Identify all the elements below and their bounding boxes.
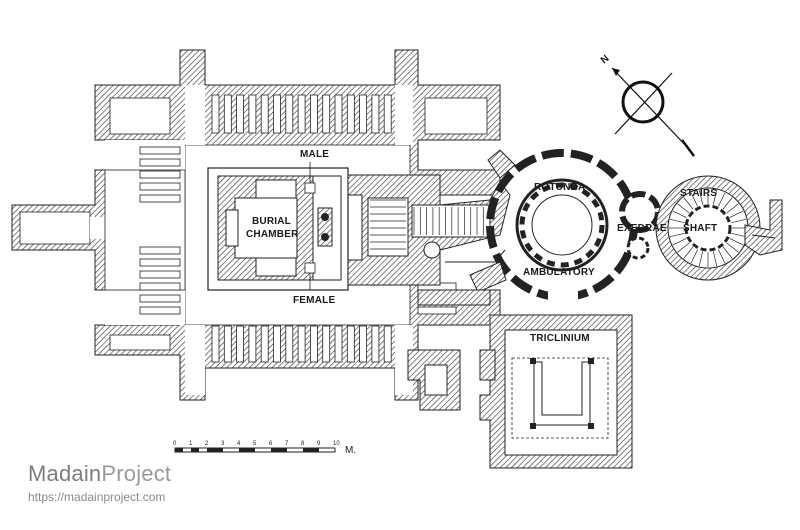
loculi-west bbox=[139, 146, 181, 315]
scale-tick-label: 9 bbox=[317, 441, 321, 447]
brand-part1: Madain bbox=[28, 461, 102, 486]
scale-tick-label: 4 bbox=[237, 441, 241, 447]
label-triclinium: TRICLINIUM bbox=[530, 333, 590, 344]
label-rotunda: ROTUNDA bbox=[534, 182, 585, 193]
loculi-bottom bbox=[211, 325, 392, 363]
triclinium bbox=[407, 314, 633, 469]
label-female: FEMALE bbox=[293, 295, 335, 306]
north-label: N bbox=[599, 53, 612, 66]
exedrae bbox=[619, 191, 661, 260]
label-stairs: STAIRS bbox=[680, 188, 717, 199]
label-exedrae: EXEDRAE bbox=[617, 223, 667, 234]
shaft-stairs bbox=[655, 175, 783, 281]
label-shaft: SHAFT bbox=[683, 223, 717, 234]
scale-tick-label: 6 bbox=[269, 441, 273, 447]
scale-tick-label: 3 bbox=[221, 441, 225, 447]
north-arrow: N bbox=[599, 53, 695, 157]
scale-tick-label: 7 bbox=[285, 441, 289, 447]
scale-bar: M. 0 1 2 3 4 5 6 7 8 9 10 bbox=[173, 441, 356, 456]
scale-tick-label: 0 bbox=[173, 441, 177, 447]
brand-part2: Project bbox=[101, 461, 172, 486]
scale-tick-label: 10 bbox=[333, 441, 340, 447]
vestibule-stairs bbox=[347, 174, 511, 286]
label-burial: BURIAL bbox=[252, 216, 291, 227]
scale-tick-label: 1 bbox=[189, 441, 193, 447]
room-labels: MALE BURIAL CHAMBER FEMALE ROTUNDA AMBUL… bbox=[246, 149, 717, 344]
label-ambulatory: AMBULATORY bbox=[523, 267, 595, 278]
scale-tick-label: 8 bbox=[301, 441, 305, 447]
label-chamber: CHAMBER bbox=[246, 229, 299, 240]
loculi-top bbox=[211, 94, 392, 134]
label-male: MALE bbox=[300, 149, 329, 160]
scale-unit: M. bbox=[345, 445, 356, 456]
rotunda bbox=[486, 149, 638, 310]
brand-logo: MadainProject bbox=[28, 461, 171, 487]
scale-tick-label: 5 bbox=[253, 441, 257, 447]
brand-url: https://madainproject.com bbox=[28, 490, 166, 504]
passages bbox=[417, 149, 516, 306]
burial-chamber bbox=[207, 162, 349, 291]
scale-tick-label: 2 bbox=[205, 441, 209, 447]
